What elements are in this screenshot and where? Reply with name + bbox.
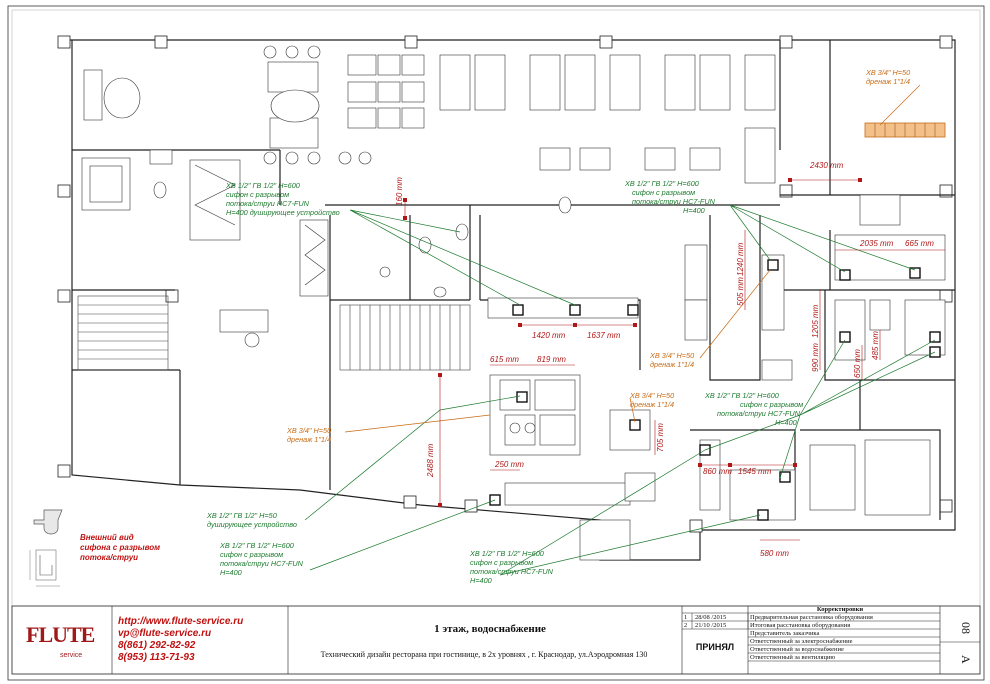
responsible-ventilation: Ответственный за вентиляцию <box>750 654 835 661</box>
dim-485: 485 mm <box>871 331 880 360</box>
dim-1240: 1240 mm <box>736 242 745 276</box>
sheet-format: A <box>959 655 973 664</box>
dim-990: 990 mm <box>811 343 820 372</box>
dim-2488: 2488 mm <box>426 443 435 478</box>
revision-num-2: 2 <box>684 622 687 629</box>
siphon-note-line1: Внешний вид <box>80 533 134 542</box>
floor-plan <box>57 35 956 576</box>
plan-title: 1 этаж, водоснабжение <box>434 623 546 635</box>
label-orange-3: ХВ 3/4" Н=50 дренаж 1"1/4 <box>286 426 333 444</box>
label-green-6: ХВ 1/2" ГВ 1/2" Н=600 сифон с разрывом п… <box>469 549 555 585</box>
responsible-electric: Ответственный за электроснабжение <box>750 638 853 645</box>
label-green-5: ХВ 1/2" ГВ 1/2" Н=600 сифон с разрывом п… <box>219 541 305 577</box>
dim-160: 160 mm <box>395 177 404 206</box>
company-email[interactable]: vp@flute-service.ru <box>118 628 211 639</box>
dim-580: 580 mm <box>760 549 789 558</box>
revision-text-2: Итоговая расстановка оборудования <box>750 622 850 629</box>
company-phone-2: 8(953) 113-71-93 <box>118 652 195 663</box>
company-url[interactable]: http://www.flute-service.ru <box>118 616 243 627</box>
dim-250: 250 mm <box>494 460 524 469</box>
revision-date-1: 28/08 /2015 <box>695 614 726 621</box>
responsible-customer: Представитель заказчика <box>750 630 819 637</box>
dim-615: 615 mm <box>490 355 519 364</box>
label-green-3: ХВ 1/2" ГВ 1/2" Н=600 сифон с разрывом п… <box>704 391 805 427</box>
dim-819: 819 mm <box>537 355 566 364</box>
label-orange-2: ХВ 3/4" Н=50 дренаж 1"1/4 <box>649 351 696 369</box>
approved-label: ПРИНЯЛ <box>696 642 734 652</box>
company-logo-sub: service <box>60 652 82 659</box>
revision-text-1: Предварительная расстановка оборудования <box>750 614 873 621</box>
sheet-border <box>7 5 985 681</box>
dim-1545: 1545 mm <box>738 467 772 476</box>
responsible-water: Ответственный за водоснабжение <box>750 646 844 653</box>
dim-2430: 2430 mm <box>809 161 844 170</box>
dim-1205: 1205 mm <box>811 304 820 338</box>
label-green-1: ХВ 1/2" ГВ 1/2" Н=600 сифон с разрывом п… <box>225 181 340 217</box>
dim-705: 705 mm <box>656 423 665 452</box>
dimension-labels: 160 mm 2430 mm 2035 mm 665 mm 1240 mm 50… <box>395 161 934 558</box>
label-green-2: ХВ 1/2" ГВ 1/2" Н=600 сифон с разрывом п… <box>624 179 717 215</box>
revision-num-1: 1 <box>684 614 687 621</box>
green-labels: ХВ 1/2" ГВ 1/2" Н=600 сифон с разрывом п… <box>206 179 805 585</box>
label-orange-4: ХВ 3/4" Н=50 дренаж 1"1/4 <box>629 391 676 409</box>
siphon-icon <box>33 509 63 535</box>
siphon-illustration: Внешний вид сифона с разрывом потока/стр… <box>29 509 160 587</box>
dim-1420: 1420 mm <box>532 331 566 340</box>
revisions-header: Корректировки <box>817 606 863 613</box>
dim-665: 665 mm <box>905 239 934 248</box>
dim-505: 505 mm <box>736 277 745 306</box>
title-block: FLUTE service http://www.flute-service.r… <box>11 605 981 675</box>
revision-date-2: 21/10 /2015 <box>695 622 726 629</box>
dim-650: 650 mm <box>853 349 862 378</box>
company-phone-1: 8(861) 292-82-92 <box>118 640 196 651</box>
label-orange-1: ХВ 3/4" Н=50 дренаж 1"1/4 <box>865 68 912 86</box>
plan-subtitle: Технический дизайн ресторана при гостини… <box>321 650 648 659</box>
label-green-4: ХВ 1/2" ГВ 1/2" Н=50 душирующее устройст… <box>206 511 297 529</box>
dim-860: 860 mm <box>703 467 732 476</box>
siphon-note-line2: сифона с разрывом <box>80 543 160 552</box>
dim-1637: 1637 mm <box>587 331 621 340</box>
dim-2035: 2035 mm <box>859 239 894 248</box>
sheet-number: 08 <box>959 622 973 634</box>
siphon-note-line3: потока/струи <box>80 553 138 562</box>
orange-labels: ХВ 3/4" Н=50 дренаж 1"1/4 ХВ 3/4" Н=50 д… <box>286 68 912 444</box>
company-logo: FLUTE <box>26 622 95 647</box>
